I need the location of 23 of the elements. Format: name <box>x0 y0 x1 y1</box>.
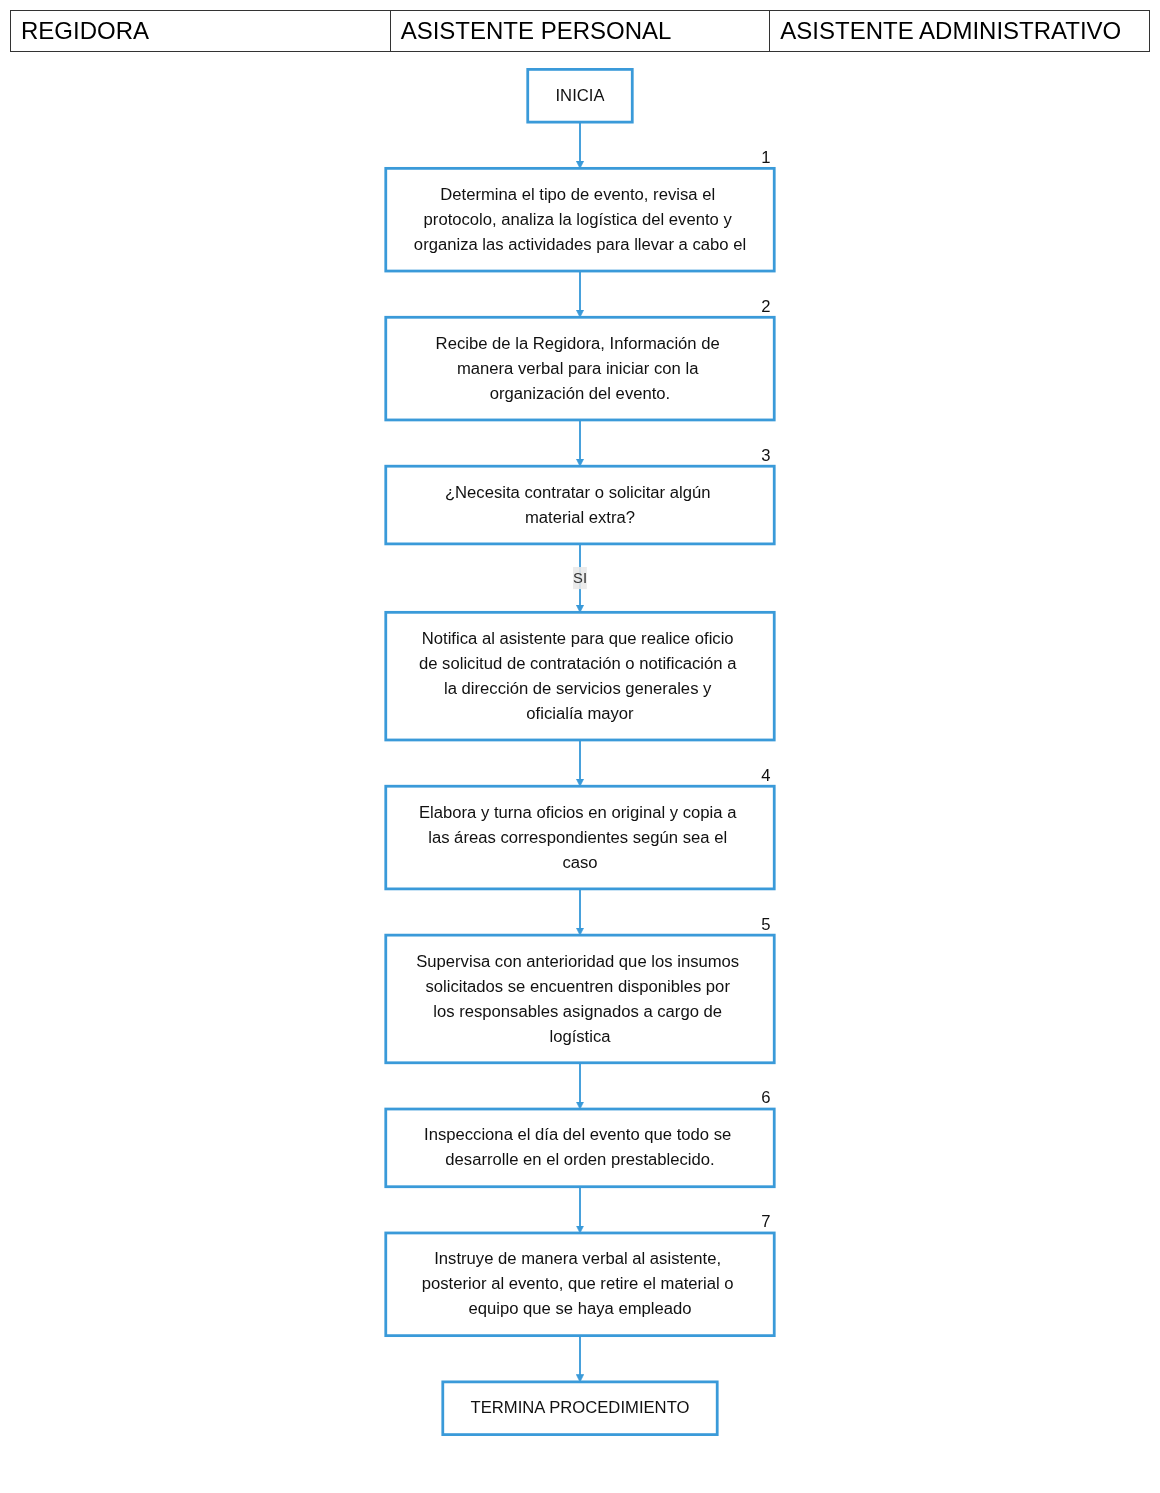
node-box: Instruye de manera verbal al asistente, posterior al evento, que retire el material o equipo que se haya empleado <box>384 1231 776 1337</box>
node-box: Determina el tipo de evento, revisa el protocolo, analiza la logística del evento y organiza las actividades para llevar a cabo el <box>384 167 776 273</box>
node-box: Supervisa con anterioridad que los insumos solicitados se encuentren disponibles por los responsables asignados a cargo de logística <box>384 933 776 1065</box>
step-number: 6 <box>761 1088 771 1108</box>
node-box: Recibe de la Regidora, Información de manera verbal para iniciar con la organización del evento. <box>384 315 776 422</box>
step-number: 2 <box>761 296 771 316</box>
lane-header: REGIDORA <box>11 11 391 51</box>
node-box: INICIA <box>526 68 634 124</box>
edge-label: SI <box>573 569 587 586</box>
node-box: TERMINA PROCEDIMIENTO <box>441 1380 719 1436</box>
step-number: 1 <box>761 147 771 167</box>
node-box: Notifica al asistente para que realice oficio de solicitud de contratación o notificación a la dirección de servicios generales y oficialía mayor <box>384 610 776 742</box>
node-box: Inspecciona el día del evento que todo se desarrolle en el orden prestablecido. <box>384 1107 776 1189</box>
step-number: 7 <box>761 1212 771 1232</box>
node-box: ¿Necesita contratar o solicitar algún material extra? <box>384 464 776 546</box>
arrow <box>575 419 585 467</box>
step-number: 5 <box>761 914 771 934</box>
lane-header: ASISTENTE ADMINISTRATIVO <box>779 16 1123 46</box>
lane-header: ASISTENTE PERSONAL <box>390 11 771 51</box>
step-number: 4 <box>761 765 771 785</box>
step-number: 3 <box>761 445 771 465</box>
arrow <box>575 739 585 787</box>
node-box: Elabora y turna oficios en original y copia a las áreas correspondientes según sea el caso <box>384 784 776 891</box>
